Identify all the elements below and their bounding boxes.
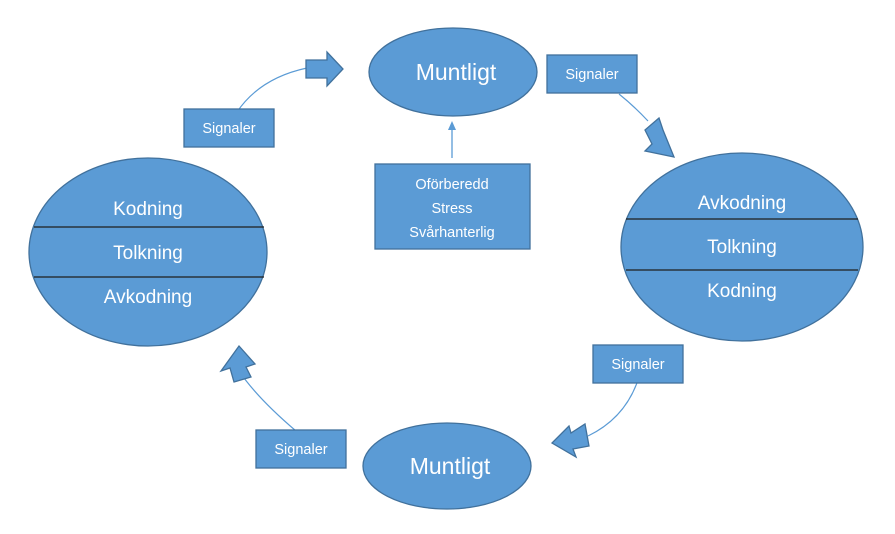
bottom-ellipse	[362, 422, 532, 510]
left-node: Kodning Tolkning Avkodning	[28, 157, 268, 347]
left-row-2: Tolkning	[113, 243, 183, 264]
bottom-node: Muntligt	[362, 422, 532, 510]
barrier-item-1: Oförberedd	[415, 177, 488, 193]
arrow-up-left-icon	[219, 344, 257, 383]
signal-box-top-right: Signaler	[546, 54, 638, 94]
right-node: Avkodning Tolkning Kodning	[620, 152, 864, 342]
connector-top-right	[618, 93, 649, 122]
arrow-down-right-icon	[643, 116, 676, 158]
left-row-1: Kodning	[113, 199, 183, 220]
barrier-arrow-head-icon	[448, 121, 456, 130]
bottom-node-label: Muntligt	[410, 453, 491, 479]
barrier-box: Oförberedd Stress Svårhanterlig	[374, 163, 531, 250]
connector-bottom-right	[587, 379, 639, 437]
connector-top-left	[236, 67, 308, 113]
signal-label-top-left: Signaler	[202, 121, 255, 137]
signal-label-bottom-left: Signaler	[274, 442, 327, 458]
connector-bottom-left	[243, 377, 297, 432]
signal-box-top-left: Signaler	[183, 108, 275, 148]
barrier-item-3: Svårhanterlig	[409, 225, 494, 241]
signal-box-bottom-left: Signaler	[255, 429, 347, 469]
left-row-3: Avkodning	[104, 287, 192, 308]
top-node-label: Muntligt	[416, 59, 497, 85]
arrow-right-icon	[305, 50, 344, 88]
top-ellipse	[368, 27, 538, 117]
right-row-1: Avkodning	[698, 193, 786, 214]
right-row-2: Tolkning	[707, 237, 777, 258]
top-node: Muntligt	[368, 27, 538, 117]
barrier-item-2: Stress	[431, 201, 472, 217]
right-row-3: Kodning	[707, 281, 777, 302]
right-ellipse	[620, 152, 864, 342]
arrow-down-left-icon	[550, 422, 590, 459]
left-ellipse	[28, 157, 268, 347]
signal-label-bottom-right: Signaler	[611, 357, 664, 373]
signal-box-bottom-right: Signaler	[592, 344, 684, 384]
signal-label-top-right: Signaler	[565, 67, 618, 83]
